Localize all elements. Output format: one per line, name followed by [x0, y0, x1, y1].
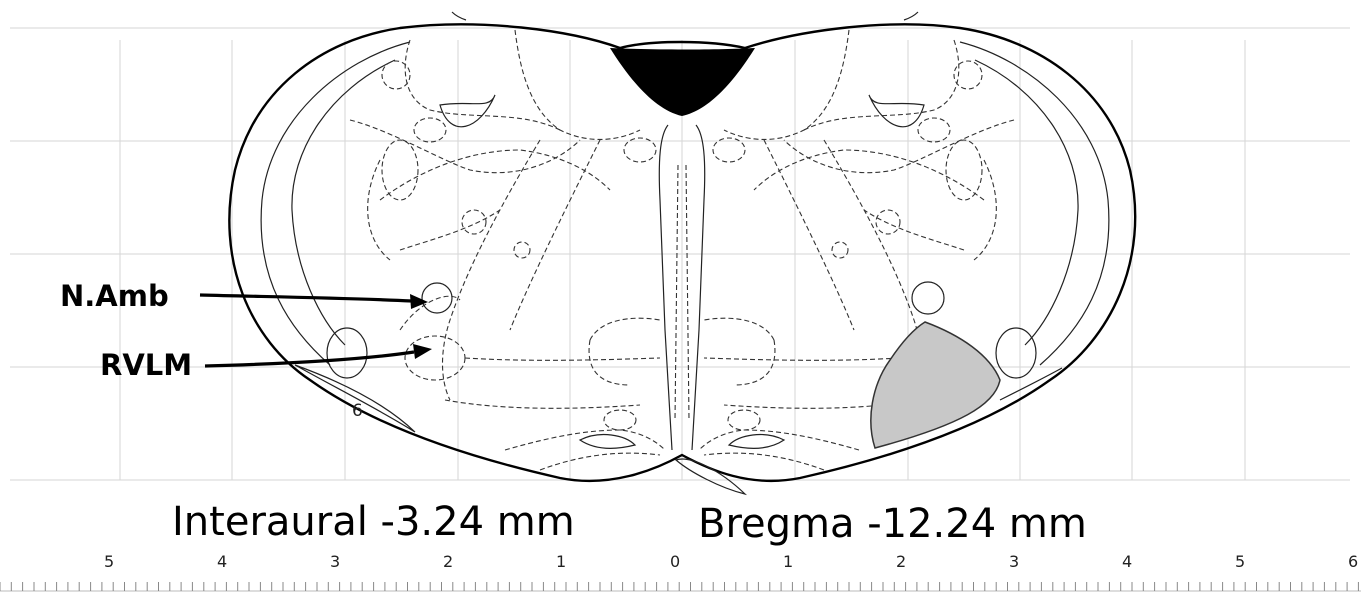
namb-arrow	[200, 294, 428, 309]
ruler-tick-label: 2	[443, 552, 453, 571]
fourth-ventricle	[610, 48, 755, 116]
ruler-ticks	[0, 582, 1358, 591]
ruler-tick-label: 1	[556, 552, 566, 571]
mm-ruler: 5 4 3 2 1 0 1 2 3 4 5 6	[0, 552, 1361, 591]
ruler-tick-label: 3	[1009, 552, 1019, 571]
ruler-tick-label: 0	[670, 552, 680, 571]
side-number-label: 6	[352, 401, 363, 421]
left-lateral-contour	[261, 42, 410, 365]
rvlm-highlight-region	[871, 322, 1000, 448]
ruler-tick-label: 1	[783, 552, 793, 571]
top-notch-right	[904, 12, 918, 20]
ruler-tick-label: 3	[330, 552, 340, 571]
left-small-structures	[295, 95, 635, 448]
namb-label: N.Amb	[60, 279, 169, 313]
rvlm-label: RVLM	[100, 348, 192, 382]
bregma-label: Bregma -12.24 mm	[698, 501, 1087, 547]
ruler-tick-label: 6	[1348, 552, 1358, 571]
ruler-tick-label: 5	[104, 552, 114, 571]
interaural-label: Interaural -3.24 mm	[172, 499, 575, 545]
ruler-tick-label: 4	[217, 552, 227, 571]
left-dashed-boundaries	[350, 30, 665, 470]
ruler-tick-label: 4	[1122, 552, 1132, 571]
ruler-tick-label: 2	[896, 552, 906, 571]
top-notch-left	[452, 12, 466, 20]
ruler-tick-label: 5	[1235, 552, 1245, 571]
